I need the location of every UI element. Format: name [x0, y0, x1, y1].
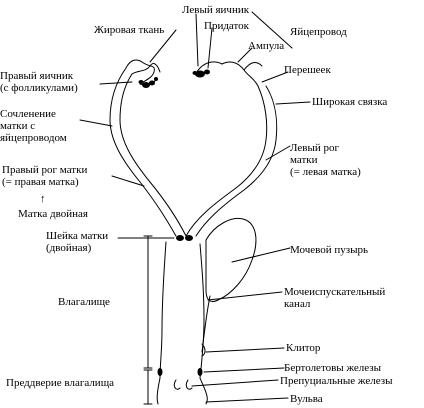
right-uterine-horn: [109, 67, 177, 237]
right-fat-tissue: [131, 63, 161, 75]
leader-vulva: [205, 397, 289, 403]
vagina-bracket: [143, 235, 153, 369]
vagina-left-wall: [159, 241, 167, 379]
label-cervix: Шейка матки (двойная): [46, 230, 109, 254]
label-preputial: Препуциальные железы: [280, 375, 393, 387]
label-right-ovary: Правый яичник (с фолликулами): [0, 70, 78, 94]
leader-oviduct: [251, 11, 293, 49]
vagina-right-wall: [199, 243, 205, 379]
arrow-up-icon: ↑: [40, 193, 46, 205]
leader-broad-ligament: [275, 101, 311, 105]
label-left-horn: Левый рог матки (= левая матка): [290, 142, 361, 178]
vestibule-right: [199, 377, 208, 405]
leader-isthmus: [261, 71, 289, 83]
label-isthmus: Перешеек: [284, 64, 331, 76]
leader-bladder: [231, 247, 291, 263]
right-oviduct: [125, 59, 155, 85]
leader-left-ovary: [195, 13, 199, 67]
vestibule-bracket: [143, 369, 153, 405]
urethra: [201, 295, 211, 353]
label-vagina: Влагалище: [58, 296, 110, 308]
label-left-ovary: Левый яичник: [182, 4, 250, 16]
right-ovary-follicles: [138, 77, 158, 88]
label-clitoris: Клитор: [286, 342, 321, 354]
label-bartholin: Бертолетовы железы: [284, 362, 382, 374]
label-fat-tissue: Жировая ткань: [94, 24, 165, 36]
left-ampulla: [243, 62, 263, 71]
leader-ampulla: [237, 47, 253, 63]
right-uterine-horn-inner: [119, 73, 187, 237]
vestibule-left: [156, 377, 161, 405]
label-vulva: Вульва: [290, 393, 323, 405]
leader-left-horn: [265, 145, 291, 161]
bartholin-glands: [157, 368, 203, 376]
label-double-uterus: Матка двойная: [18, 208, 88, 220]
leader-appendage: [207, 27, 213, 69]
cervix-junction: [176, 235, 193, 241]
leader-right-ovary: [99, 81, 133, 85]
leader-clitoris: [205, 347, 285, 353]
label-broad-ligament: Широкая связка: [312, 96, 388, 108]
leader-bartholin: [203, 367, 285, 373]
leader-junction: [79, 119, 113, 127]
label-bladder: Мочевой пузырь: [290, 244, 369, 256]
label-urethra: Мочеиспускательный канал: [284, 286, 386, 310]
left-oviduct: [221, 61, 259, 87]
label-right-horn: Правый рог матки (= правая матка): [2, 164, 88, 188]
left-ovary: [192, 69, 210, 78]
leader-urethra: [207, 291, 283, 301]
leader-preputial: [191, 379, 279, 387]
clitoris: [201, 343, 206, 357]
bladder-outline: [205, 218, 257, 303]
label-oviduct: Яйцепровод: [290, 26, 347, 38]
preputial-glands: [173, 379, 193, 390]
leader-right-horn: [111, 175, 145, 187]
left-uterine-horn: [185, 85, 268, 237]
leader-fat-tissue: [149, 29, 177, 63]
label-uterus-oviduct-junction: Сочленение матки с яйцепроводом: [0, 108, 67, 144]
left-uterine-horn-inner: [195, 85, 278, 237]
label-vestibule: Преддверие влагалища: [6, 377, 115, 389]
label-appendage: Придаток: [204, 20, 250, 32]
label-ampulla: Ампула: [248, 40, 285, 52]
